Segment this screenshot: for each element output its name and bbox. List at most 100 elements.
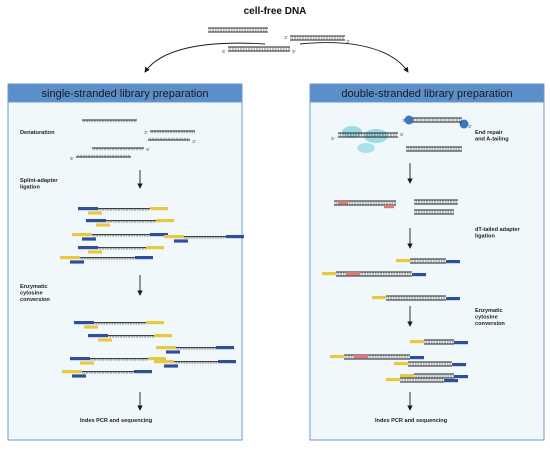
dna-duplex [414,209,454,215]
left-step-index-pcr: Index PCR and sequencing [80,418,153,424]
adapter-blue [446,297,460,301]
adapter-splint [88,250,102,254]
library-molecule [154,360,236,368]
dna-duplex [228,46,290,52]
library-molecule [60,256,153,264]
right-panel-header [309,83,545,103]
duplex-bases [408,362,451,366]
library-molecule [86,219,174,227]
strand-end-label: 5' [331,136,334,141]
library-molecule [78,207,168,215]
adapter-splint [82,237,96,241]
converted-segment [354,355,368,359]
dna-duplex [410,258,446,264]
adapter-blue [454,375,468,379]
library-molecule [70,357,166,365]
dna-duplex [400,377,444,383]
converted-segment [384,205,394,209]
duplex-bases [400,378,443,382]
dna-strand [76,154,131,158]
bead [404,115,414,125]
strand-end-label: 5' [292,49,295,54]
strand-bases [150,131,195,134]
strand-end-label: 3' [284,35,287,40]
ds-library-molecule [410,339,468,345]
library-molecule [164,235,244,243]
dna-duplex [408,361,452,367]
dna-strand [92,147,144,151]
strand-bases [92,148,143,151]
strand-bases [92,234,150,237]
duplex-bases [208,28,267,32]
adapter-right [148,357,166,361]
adapter-left [60,256,80,260]
duplex-bases [410,259,445,263]
strand-bases [82,371,133,374]
adapter-splint [88,211,102,215]
cfdna-fragments: 3'3'5'5' [208,27,350,54]
adapter-right [146,321,164,325]
adapter-left [88,334,108,338]
left-panel: single-stranded library preparation [7,83,243,441]
strand-bases [106,220,156,223]
strand-end-label: 3' [144,130,147,135]
dna-strand [80,257,135,260]
strand-bases [176,347,216,350]
dna-strand [184,236,226,239]
adapter-splint [174,239,188,243]
dna-duplex [414,199,458,205]
dna-strand [82,371,134,374]
dna-duplex [406,146,462,152]
adapter-splint [96,223,110,227]
duplex-bases [228,47,290,51]
dna-strand [176,347,216,350]
dna-strand [150,130,195,134]
strand-bases [148,137,190,140]
process-arrows [137,163,413,411]
main-title: cell-free DNA [244,6,307,17]
adapter-right [216,346,234,350]
dna-strand [82,119,137,123]
curved-arrow-left [144,42,266,73]
converted-segment [346,272,360,276]
adapter-right [154,334,172,338]
adapter-left [154,360,174,364]
adapter-right [226,235,244,239]
adapter-yellow [330,355,344,359]
library-molecule [156,346,234,354]
library-molecule [88,334,172,342]
converted-segment [338,201,348,205]
strand-bases [94,322,145,325]
adapter-left [86,219,106,223]
strand-bases [174,361,217,364]
ds-library-molecule [386,377,458,383]
adapter-left [72,233,92,237]
strand-bases [98,247,146,250]
adapter-right [135,256,153,260]
strand-bases [82,120,136,123]
adapter-right [150,207,168,211]
adapter-right [156,219,174,223]
strand-bases [108,335,154,338]
adapter-yellow [394,362,408,366]
adapter-yellow [372,296,386,300]
left-panel-body [7,83,243,441]
library-molecule [78,246,164,254]
adapter-right [134,370,152,374]
adapter-splint [84,325,98,329]
left-panel-title: single-stranded library preparation [42,88,209,100]
adapter-right [146,246,164,250]
adapter-yellow [396,259,410,263]
duplex-bases [414,210,454,214]
ds-library-molecule [322,271,426,277]
ds-library-molecule [330,354,424,360]
adapter-splint [70,260,84,264]
dna-duplex [424,339,454,345]
duplex-bases [414,374,454,378]
left-panel-header [7,83,243,103]
library-molecule [62,370,152,378]
strand-bases [90,358,148,361]
